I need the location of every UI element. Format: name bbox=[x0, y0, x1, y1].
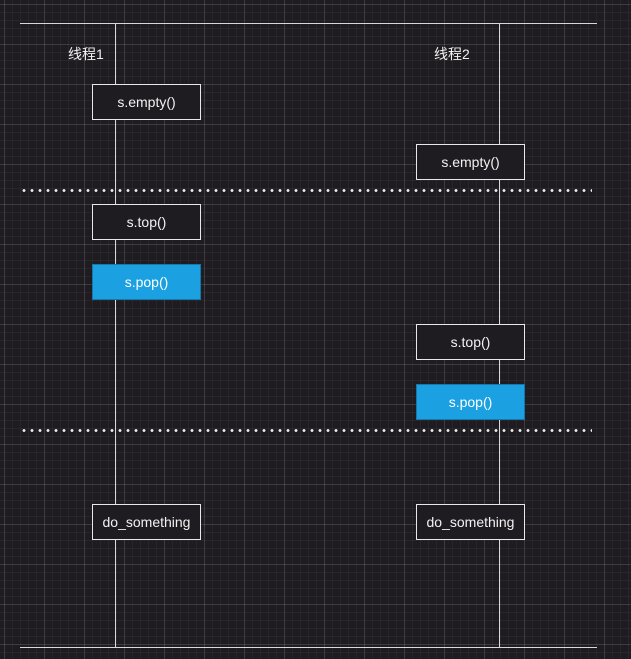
thread2-label: 线程2 bbox=[434, 46, 470, 62]
thread2-op-top: s.top() bbox=[416, 324, 525, 360]
top-border-line bbox=[20, 23, 597, 24]
thread1-op-empty: s.empty() bbox=[92, 84, 201, 120]
thread2-op-empty: s.empty() bbox=[416, 144, 525, 180]
thread1-op-do-something: do_something bbox=[92, 504, 201, 540]
thread1-lifeline bbox=[115, 23, 116, 648]
phase-separator-2 bbox=[20, 429, 592, 432]
thread1-label: 线程1 bbox=[68, 46, 104, 62]
thread1-op-top: s.top() bbox=[92, 204, 201, 240]
thread2-op-pop: s.pop() bbox=[416, 384, 525, 420]
thread2-op-do-something: do_something bbox=[416, 504, 525, 540]
bottom-border-line bbox=[20, 647, 597, 648]
phase-separator-1 bbox=[20, 189, 592, 192]
thread1-op-pop: s.pop() bbox=[92, 264, 201, 300]
